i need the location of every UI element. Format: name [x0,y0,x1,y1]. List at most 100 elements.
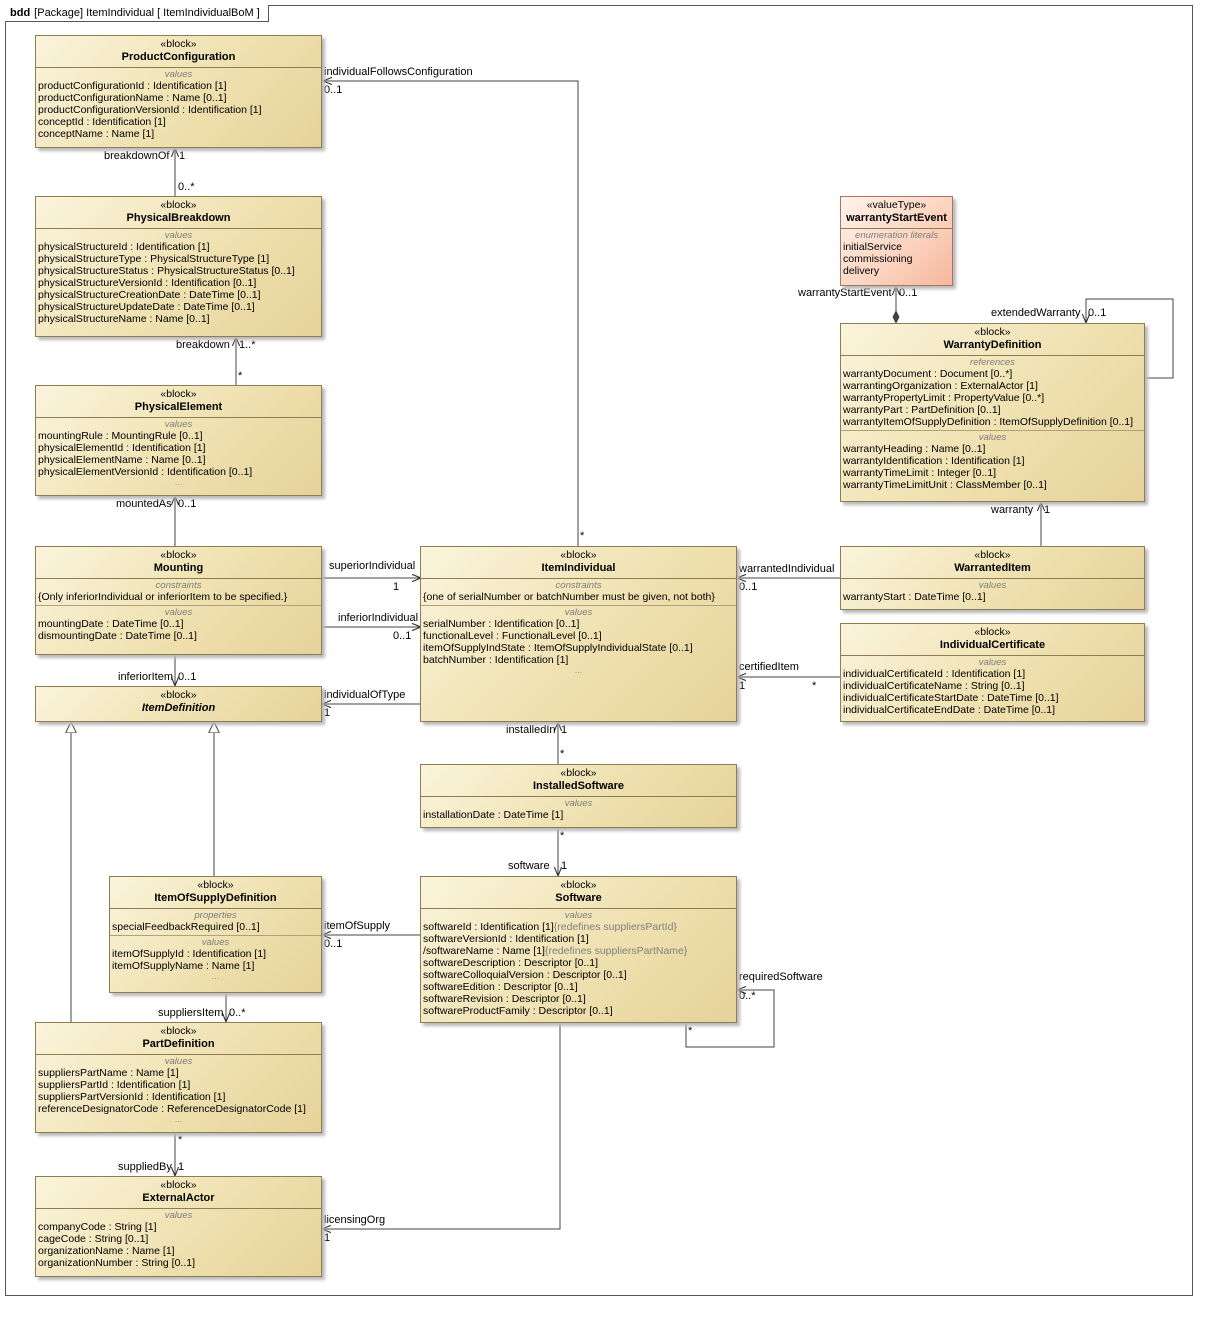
property-row[interactable]: physicalStructureVersionId : Identificat… [38,277,319,289]
property-row[interactable]: itemOfSupplyIndState : ItemOfSupplyIndiv… [423,642,734,654]
property-row[interactable]: referenceDesignatorCode : ReferenceDesig… [38,1103,319,1115]
block-stereotype: «valueType» [866,199,927,211]
property-row[interactable]: physicalElementVersionId : Identificatio… [38,466,319,478]
property-row[interactable]: warrantyStart : DateTime [0..1] [843,591,1142,603]
property-type: : Name [0..1] [922,443,986,455]
compartment-more: ... [174,1114,183,1124]
block-name: ExternalActor [142,1192,215,1204]
property-row[interactable]: conceptId : Identification [1] [38,116,319,128]
property-row[interactable]: softwareRevision : Descriptor [0..1] [423,993,734,1005]
property-row[interactable]: itemOfSupplyName : Name [1] [112,960,319,972]
property-row[interactable]: warrantyIdentification : Identification … [843,455,1142,467]
property-row[interactable]: individualCertificateId : Identification… [843,668,1142,680]
property-row[interactable]: productConfigurationName : Name [0..1] [38,92,319,104]
property-row[interactable]: warrantyPart : PartDefinition [0..1] [843,404,1142,416]
mult-configuration: 0..1 [324,84,343,96]
property-type: : Identification [0..1] [158,466,253,478]
property-row[interactable]: warrantyTimeLimitUnit : ClassMember [0..… [843,479,1142,491]
property-row[interactable]: initialService [843,241,950,253]
property-row[interactable]: warrantyHeading : Name [0..1] [843,443,1142,455]
property-name: warrantyHeading [843,443,923,455]
property-row[interactable]: softwareVersionId : Identification [1] [423,933,734,945]
property-row[interactable]: softwareEdition : Descriptor [0..1] [423,981,734,993]
property-row[interactable]: individualCertificateStartDate : DateTim… [843,692,1142,704]
property-row[interactable]: organizationName : Name [1] [38,1245,319,1257]
property-type: : Name [1] [493,945,545,957]
property-row[interactable]: physicalStructureId : Identification [1] [38,241,319,253]
property-row[interactable]: softwareId : Identification [1]{redefine… [423,921,734,933]
property-type: : Name [1] [123,1245,175,1257]
property-row[interactable]: softwareColloquialVersion : Descriptor [… [423,969,734,981]
property-type: : ClassMember [0..1] [947,479,1047,491]
property-row[interactable]: delivery [843,265,950,277]
property-row[interactable]: physicalElementId : Identification [1] [38,442,319,454]
property-row[interactable]: serialNumber : Identification [0..1] [423,618,734,630]
property-row[interactable]: warrantyDocument : Document [0..*] [843,368,1142,380]
property-row[interactable]: {one of serialNumber or batchNumber must… [423,591,734,603]
compartment-title: values [564,607,593,618]
property-row[interactable]: warrantyTimeLimit : Integer [0..1] [843,467,1142,479]
compartment-title: values [164,419,193,430]
property-row[interactable]: cageCode : String [0..1] [38,1233,319,1245]
property-row[interactable]: dismountingDate : DateTime [0..1] [38,630,319,642]
property-row[interactable]: mountingDate : DateTime [0..1] [38,618,319,630]
label-inferior-item: inferiorItem [118,671,174,683]
compartment-title: constraints [155,580,202,591]
compartment-title: values [201,937,230,948]
property-row[interactable]: /softwareName : Name [1]{redefines suppl… [423,945,734,957]
property-row[interactable]: productConfigurationVersionId : Identifi… [38,104,319,116]
property-row[interactable]: commissioning [843,253,950,265]
compartment-more: ... [211,971,220,981]
property-row[interactable]: conceptName : Name [1] [38,128,319,140]
block-item-definition[interactable]: «block»ItemDefinition [35,686,322,722]
property-type: : DateTime [0..1] [103,618,184,630]
property-row[interactable]: {Only inferiorIndividual or inferiorItem… [38,591,319,603]
property-row[interactable]: physicalStructureCreationDate : DateTime… [38,289,319,301]
property-row[interactable]: physicalStructureType : PhysicalStructur… [38,253,319,265]
property-row[interactable]: softwareDescription : Descriptor [0..1] [423,957,734,969]
property-row[interactable]: warrantingOrganization : ExternalActor [… [843,380,1142,392]
property-row[interactable]: installationDate : DateTime [1] [423,809,734,821]
property-row[interactable]: suppliersPartId : Identification [1] [38,1079,319,1091]
property-row[interactable]: itemOfSupplyId : Identification [1] [112,948,319,960]
property-name: physicalStructureId [38,241,128,253]
property-row[interactable]: suppliersPartName : Name [1] [38,1067,319,1079]
property-row[interactable]: physicalStructureName : Name [0..1] [38,313,319,325]
property-row[interactable]: organizationNumber : String [0..1] [38,1257,319,1269]
property-row[interactable]: physicalStructureUpdateDate : DateTime [… [38,301,319,313]
property-row[interactable]: warrantyPropertyLimit : PropertyValue [0… [843,392,1142,404]
property-name: companyCode [38,1221,106,1233]
property-row[interactable]: suppliersPartVersionId : Identification … [38,1091,319,1103]
property-row[interactable]: physicalStructureStatus : PhysicalStruct… [38,265,319,277]
property-row[interactable]: individualCertificateName : String [0..1… [843,680,1142,692]
block-header: «block»PartDefinition [36,1023,321,1055]
property-row[interactable]: batchNumber : Identification [1] [423,654,734,666]
property-row[interactable]: warrantyItemOfSupplyDefinition : ItemOfS… [843,416,1142,428]
property-row[interactable]: companyCode : String [1] [38,1221,319,1233]
compartment-title: values [978,580,1007,591]
property-row[interactable]: functionalLevel : FunctionalLevel [0..1] [423,630,734,642]
property-row[interactable]: softwareProductFamily : Descriptor [0..1… [423,1005,734,1017]
property-row[interactable]: productConfigurationId : Identification … [38,80,319,92]
property-row[interactable]: physicalElementName : Name [0..1] [38,454,319,466]
label-installed-in: installedIn [506,724,556,736]
label-required-software: requiredSoftware [739,971,823,983]
property-row[interactable]: individualCertificateEndDate : DateTime … [843,704,1142,716]
property-row[interactable]: specialFeedbackRequired [0..1] [112,921,319,933]
property-row[interactable]: mountingRule : MountingRule [0..1] [38,430,319,442]
